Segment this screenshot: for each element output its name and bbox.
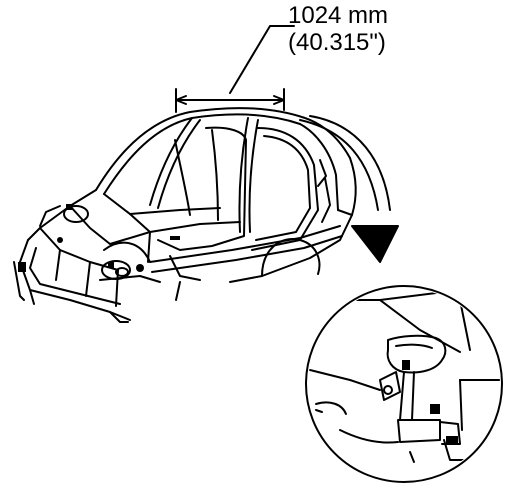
- curved-arrow-icon: [299, 115, 399, 263]
- structural-fill-marks: [18, 204, 180, 272]
- detail-view: [308, 289, 500, 463]
- dimension-callout: 1024 mm (40.315"): [288, 2, 388, 56]
- car-body-shell: [13, 107, 357, 323]
- dimension-metric: 1024 mm: [288, 2, 389, 29]
- dimension-imperial: (40.315"): [288, 29, 386, 56]
- detail-circle: [305, 285, 503, 483]
- detail-fill-marks: [402, 360, 458, 444]
- dimension-line: [175, 88, 285, 113]
- callout-leader: [229, 25, 295, 94]
